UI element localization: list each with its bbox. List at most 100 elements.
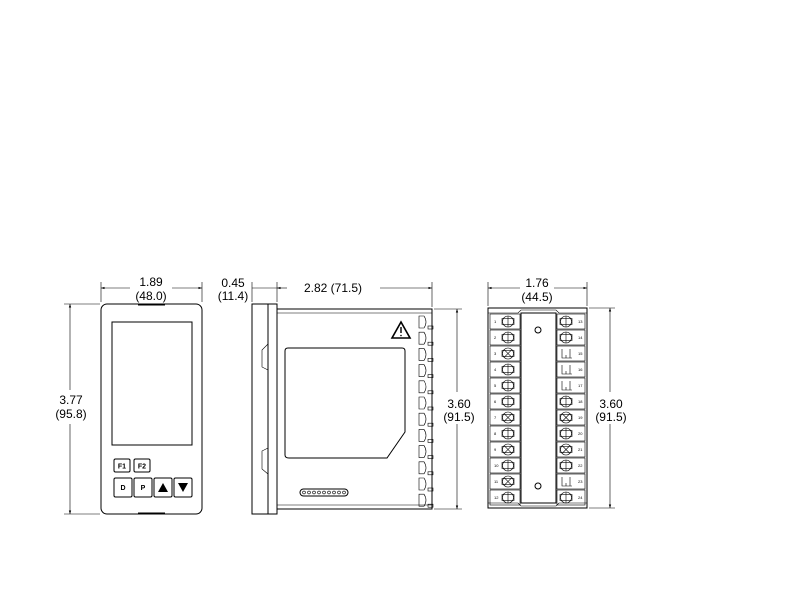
front-view: 1.89 (48.0) 3.77 (95.8) F1 F2 D P (55, 275, 203, 515)
side-height-in: 3.60 (447, 397, 471, 411)
terminal-6: 6 (489, 393, 521, 410)
terminal-number: 22 (578, 463, 583, 468)
body-depth: 2.82 (71.5) (304, 281, 362, 295)
terminal-2: 2 (489, 329, 521, 346)
side-terminal (418, 493, 434, 508)
rear-width-mm: (44.5) (521, 290, 552, 304)
connector-pin (317, 490, 321, 495)
terminal-5: 5 (489, 377, 521, 394)
terminal-11: 11 (489, 473, 521, 490)
terminal-3: 3 (489, 345, 521, 362)
down-button[interactable] (173, 477, 193, 498)
terminal-number: 2 (494, 335, 497, 340)
center-strip (520, 312, 557, 504)
warning-triangle-icon (390, 320, 412, 339)
terminal-number: 3 (494, 351, 497, 356)
display-window (111, 321, 193, 446)
connector-pin (342, 490, 346, 495)
svg-text:D: D (120, 485, 125, 492)
terminal-13: 13 (556, 313, 586, 330)
side-terminal (418, 429, 434, 443)
terminal-number: 20 (578, 431, 583, 436)
side-terminal (418, 445, 434, 459)
terminal-number: 11 (494, 479, 499, 484)
terminal-number: 9 (494, 447, 497, 452)
terminal-number: 18 (578, 399, 583, 404)
side-terminal (418, 364, 434, 378)
front-height-in: 3.77 (59, 393, 83, 407)
terminal-number: 16 (578, 367, 583, 372)
terminal-14: 14 (556, 329, 586, 346)
bezel-depth-mm: (11.4) (218, 289, 248, 303)
product-label (284, 347, 406, 459)
terminal-12: 12 (489, 489, 521, 506)
terminal-number: 7 (494, 415, 497, 420)
terminal-number: 5 (494, 383, 497, 388)
down-arrow-icon (178, 483, 188, 492)
side-terminal (418, 380, 434, 395)
terminal-4: 4 (489, 361, 521, 378)
terminal-1: 1 (489, 313, 521, 330)
terminal-19: 19 (556, 409, 586, 426)
f2-button[interactable]: F2 (133, 458, 151, 473)
front-width-mm: (48.0) (135, 289, 166, 303)
terminal-24: 24 (556, 489, 586, 506)
connector-pin (327, 490, 331, 495)
up-arrow-icon (158, 483, 168, 492)
svg-text:F2: F2 (138, 464, 146, 471)
side-terminal (418, 477, 434, 492)
terminal-number: 6 (494, 399, 497, 404)
connector-pin (312, 490, 316, 495)
side-terminal (418, 396, 434, 411)
terminal-16: 16 (556, 361, 586, 378)
svg-text:F1: F1 (118, 464, 126, 471)
terminal-22: 22 (556, 457, 586, 474)
side-terminal (418, 315, 434, 330)
terminal-number: 24 (578, 495, 583, 500)
terminal-number: 17 (578, 383, 583, 388)
terminal-8: 8 (489, 425, 521, 442)
front-width-in: 1.89 (139, 275, 163, 289)
side-terminal (418, 348, 434, 362)
side-terminal (418, 331, 434, 346)
up-button[interactable] (153, 477, 173, 498)
rear-height-in: 3.60 (599, 397, 623, 411)
rear-height-mm: (91.5) (595, 410, 626, 424)
terminal-20: 20 (556, 425, 586, 442)
d-button[interactable]: D (113, 477, 133, 498)
front-bezel (100, 303, 203, 515)
terminal-21: 21 (556, 441, 586, 458)
terminal-15: 15 (556, 345, 586, 362)
side-terminal (418, 461, 434, 476)
terminal-number: 19 (578, 415, 583, 420)
terminal-number: 1 (494, 319, 497, 324)
terminal-10: 10 (489, 457, 521, 474)
connector-pin (307, 490, 311, 495)
connector-port (299, 488, 349, 497)
rear-view: 1.76 (44.5) 1 13 2 14 3 15 4 16 5 17 6 18 7 19 8 20 9 21 1… (487, 276, 627, 509)
terminal-number: 8 (494, 431, 497, 436)
side-view: 0.45 (11.4) 2.82 (71.5) 3.60 (91.5) (218, 276, 475, 515)
rear-width-in: 1.76 (525, 276, 549, 290)
terminal-number: 13 (578, 319, 583, 324)
terminal-7: 7 (489, 409, 521, 426)
p-button[interactable]: P (133, 477, 153, 498)
terminal-number: 15 (578, 351, 583, 356)
terminal-number: 12 (494, 495, 499, 500)
f1-button[interactable]: F1 (113, 458, 131, 473)
terminal-17: 17 (556, 377, 586, 394)
terminal-number: 10 (494, 463, 499, 468)
side-terminal (418, 412, 434, 427)
terminal-18: 18 (556, 393, 586, 410)
terminal-23: 23 (556, 473, 586, 490)
terminal-number: 23 (578, 479, 583, 484)
terminal-number: 21 (578, 447, 583, 452)
connector-pin (322, 490, 326, 495)
terminal-9: 9 (489, 441, 521, 458)
svg-text:P: P (141, 485, 146, 492)
front-height-mm: (95.8) (55, 407, 86, 421)
bezel-depth-in: 0.45 (221, 276, 245, 290)
connector-pin (332, 490, 336, 495)
side-height-mm: (91.5) (443, 410, 474, 424)
